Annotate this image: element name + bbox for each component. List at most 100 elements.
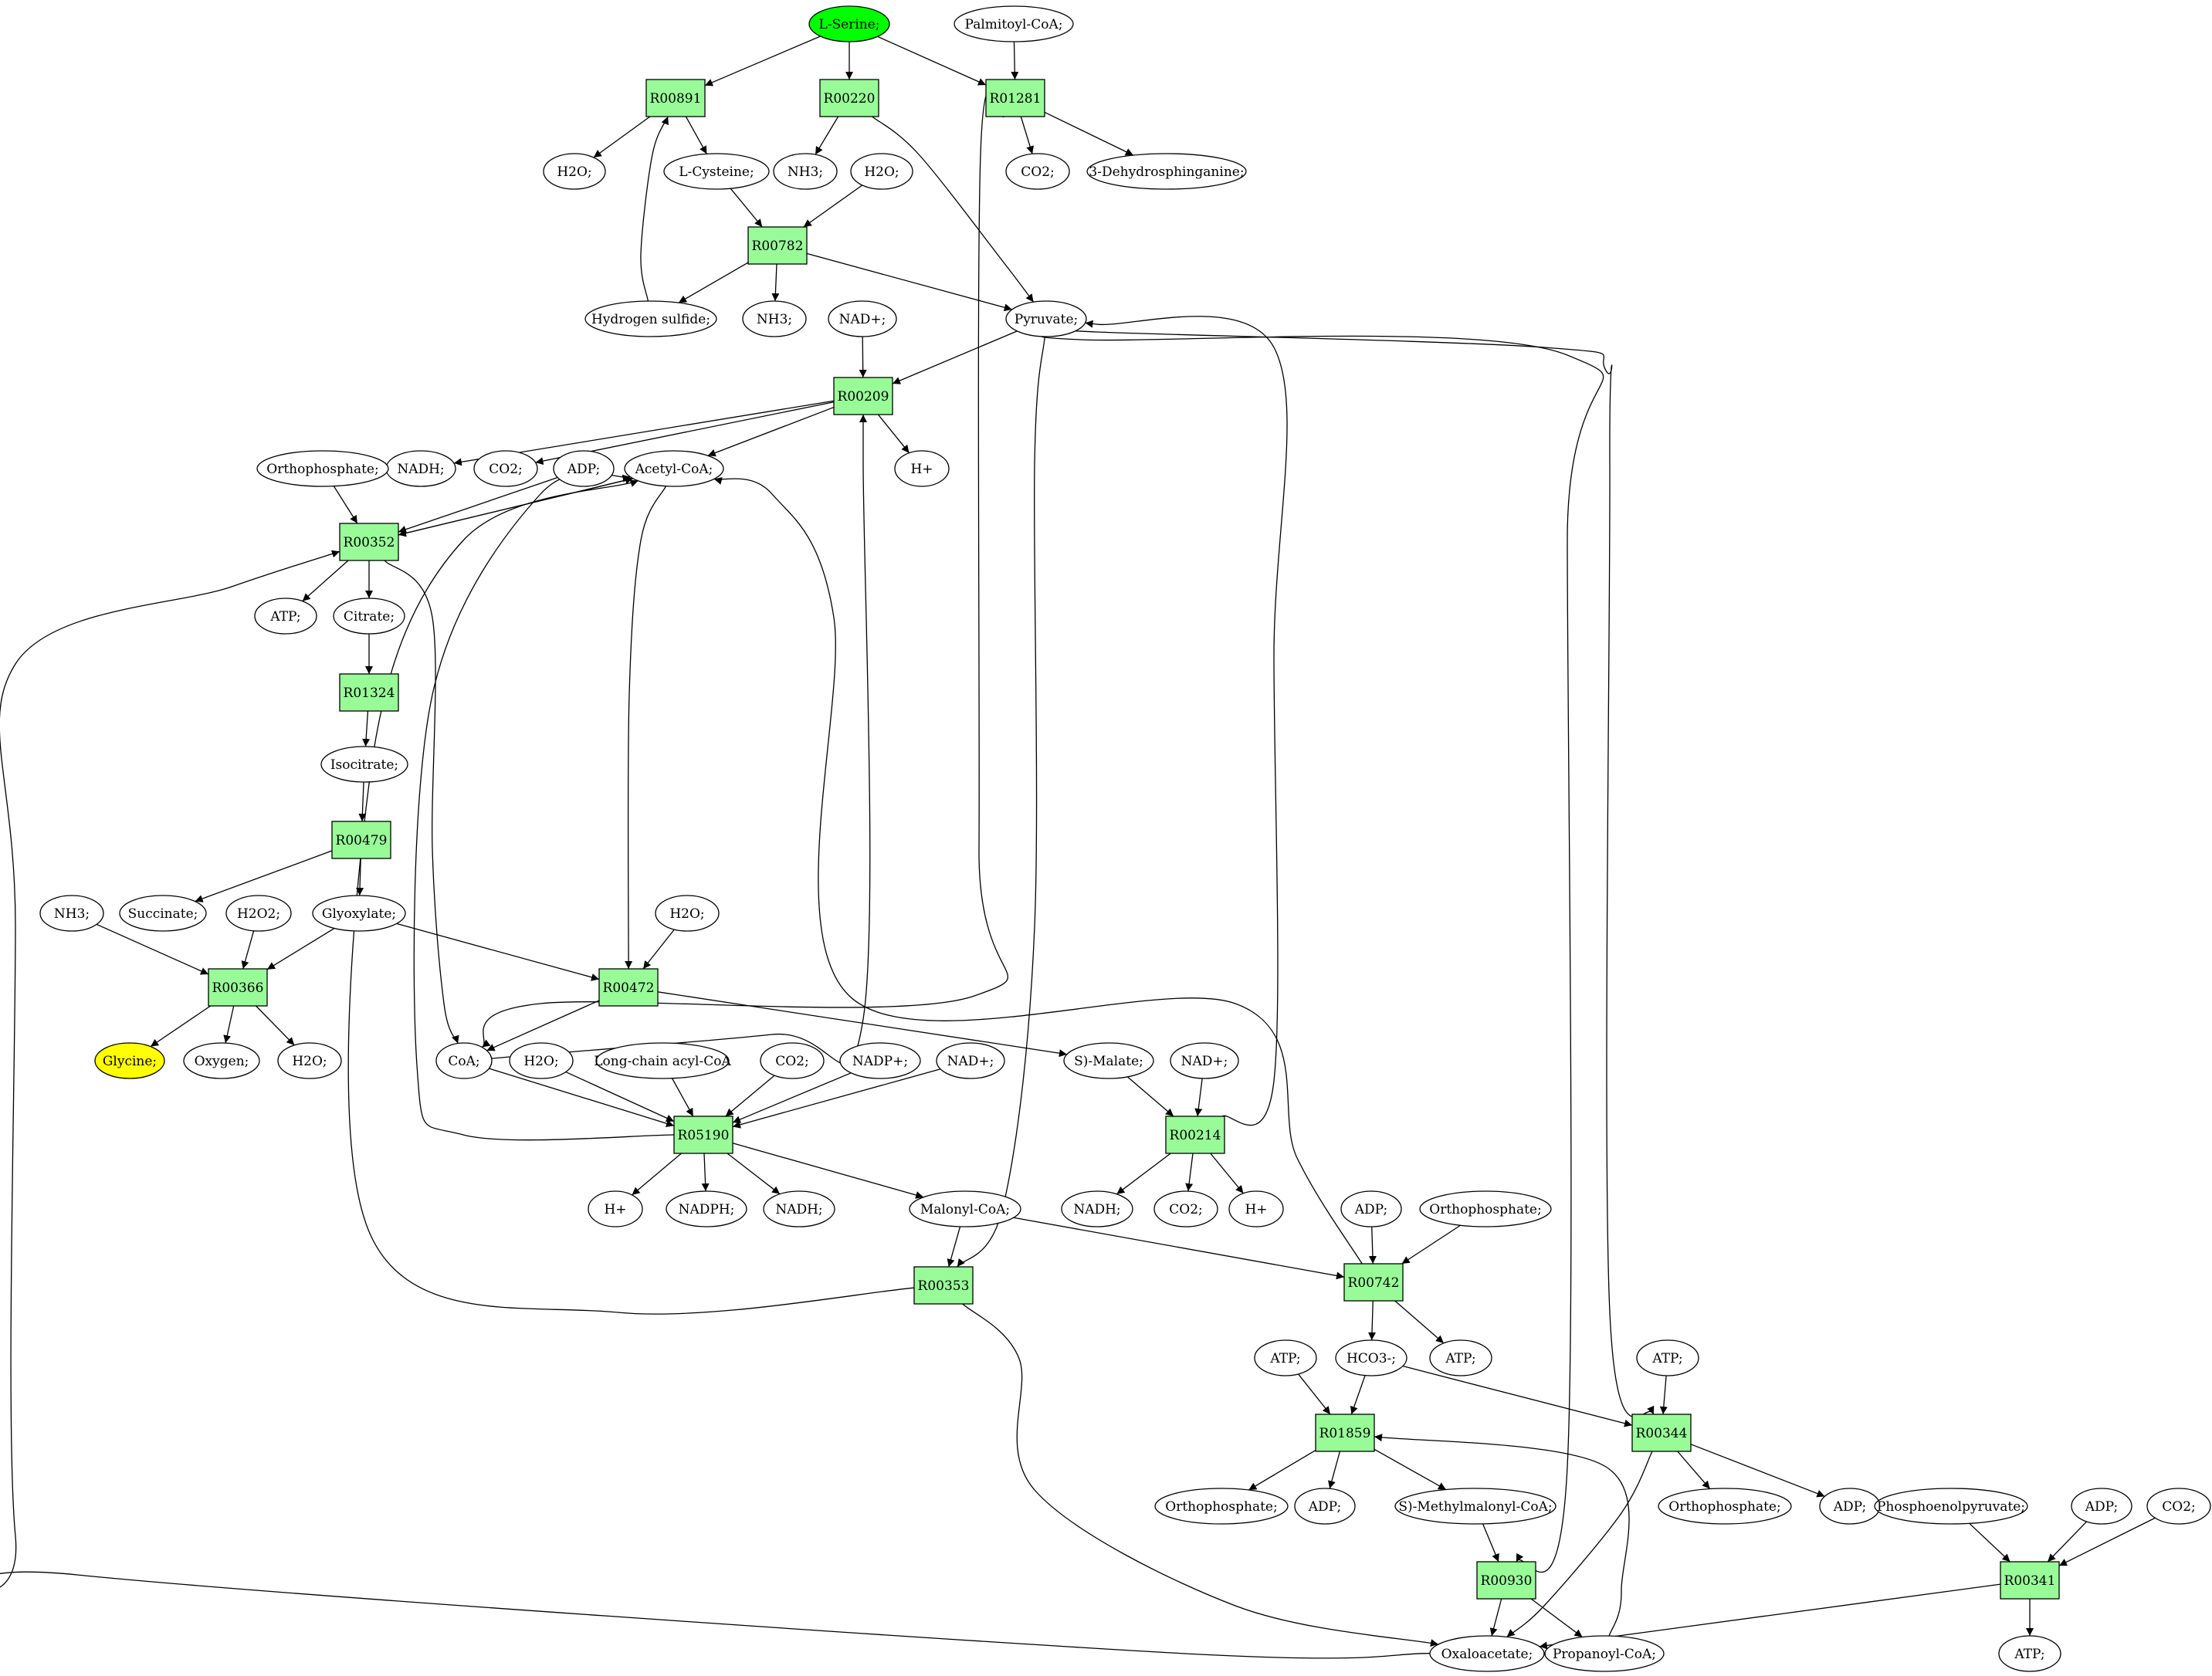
compound-nad_b[interactable]: NAD+;: [936, 1042, 1005, 1079]
compound-co2_d[interactable]: CO2;: [1153, 1190, 1218, 1227]
compound-hplus_c-label: H+: [1245, 1202, 1267, 1217]
reaction-R00209-label: R00209: [838, 389, 889, 405]
compound-hplus_c[interactable]: H+: [1228, 1190, 1284, 1227]
compound-atp_d[interactable]: ATP;: [1636, 1339, 1699, 1376]
compound-nh3_a[interactable]: NH3;: [773, 153, 838, 190]
compound-pyruvate[interactable]: Pyruvate;: [1005, 300, 1087, 337]
compound-dehydro[interactable]: 3-Dehydrosphinganine;: [1086, 153, 1247, 190]
reaction-R00341[interactable]: R00341: [2000, 1561, 2060, 1600]
reaction-R00220-box: [819, 79, 879, 117]
edge-R05190-to-hplus_b: [632, 1153, 682, 1196]
reaction-R00479[interactable]: R00479: [331, 821, 391, 859]
reaction-R00220[interactable]: R00220: [819, 79, 879, 117]
compound-adp_a-label: ADP;: [567, 462, 600, 477]
compound-adp_e[interactable]: ADP;: [2071, 1488, 2132, 1525]
reaction-R05190-label: R05190: [678, 1128, 730, 1143]
compound-co2_a[interactable]: CO2;: [1005, 153, 1070, 190]
reaction-R00353[interactable]: R00353: [913, 1266, 974, 1305]
reaction-R00214[interactable]: R00214: [1165, 1116, 1225, 1154]
compound-isocitrate[interactable]: Isocitrate;: [320, 746, 408, 783]
compound-ortho_b[interactable]: Orthophosphate;: [1419, 1190, 1552, 1227]
compound-adp_c[interactable]: ADP;: [1294, 1488, 1356, 1525]
reaction-R00472[interactable]: R00472: [598, 968, 659, 1007]
reaction-R00891[interactable]: R00891: [645, 79, 706, 117]
reaction-R00742[interactable]: R00742: [1343, 1263, 1404, 1302]
compound-nh3_c-label: NH3;: [54, 906, 90, 922]
compound-lcysteine[interactable]: L-Cysteine;: [663, 153, 770, 190]
compound-hplus_a[interactable]: H+: [894, 450, 950, 487]
compound-ortho_a[interactable]: Orthophosphate;: [256, 450, 389, 487]
reaction-R01281[interactable]: R01281: [985, 79, 1045, 117]
compound-smethyl[interactable]: S)-Methylmalonyl-CoA;: [1394, 1488, 1557, 1525]
edge-lserine-to-R00891: [704, 36, 821, 86]
compound-atp_c[interactable]: ATP;: [1254, 1339, 1317, 1376]
compound-coa[interactable]: CoA;: [435, 1042, 493, 1079]
compound-succinate[interactable]: Succinate;: [119, 895, 207, 932]
compound-nh3_c[interactable]: NH3;: [39, 895, 104, 932]
compound-atp_e[interactable]: ATP;: [1998, 1635, 2061, 1672]
compound-atp_b[interactable]: ATP;: [1429, 1339, 1492, 1376]
compound-h2o_e[interactable]: H2O;: [509, 1042, 574, 1079]
edge-oxaloacetate-to-R00352: [0, 550, 1431, 1659]
edge-pyruvate-to-R00353: [957, 336, 1045, 1268]
compound-glycine[interactable]: Glycine;: [94, 1042, 165, 1079]
compound-lcacyl[interactable]: Long-chain acyl-CoA: [594, 1042, 731, 1079]
compound-acetylcoa[interactable]: Acetyl-CoA;: [624, 450, 724, 487]
compound-smalate[interactable]: S)-Malate;: [1063, 1042, 1154, 1079]
compound-nadph[interactable]: NADPH;: [666, 1190, 747, 1227]
compound-lcysteine-shape: [663, 153, 770, 190]
compound-h2s[interactable]: Hydrogen sulfide;: [584, 300, 717, 337]
compound-propanoylcoa[interactable]: Propanoyl-CoA;: [1544, 1635, 1665, 1672]
compound-hplus_b[interactable]: H+: [588, 1190, 643, 1227]
compound-nh3_c-shape: [39, 895, 104, 932]
reaction-R00782[interactable]: R00782: [747, 226, 808, 265]
reaction-R01324[interactable]: R01324: [339, 673, 399, 712]
compound-h2o_a[interactable]: H2O;: [543, 153, 606, 190]
compound-nh3_b[interactable]: NH3;: [742, 300, 807, 337]
compound-adp_a[interactable]: ADP;: [553, 450, 615, 487]
compound-adp_d[interactable]: ADP;: [1819, 1488, 1881, 1525]
edge-R00366-to-oxygen: [223, 1005, 235, 1044]
compound-ortho_c[interactable]: Orthophosphate;: [1154, 1488, 1289, 1525]
compound-palmitoylcoa[interactable]: Palmitoyl-CoA;: [954, 5, 1074, 42]
reaction-R05190[interactable]: R05190: [673, 1116, 733, 1154]
compound-h2o_d[interactable]: H2O;: [277, 1042, 342, 1079]
compound-nad_c[interactable]: NAD+;: [1170, 1042, 1239, 1079]
reaction-R00930[interactable]: R00930: [1476, 1561, 1536, 1600]
compound-glycine-label: Glycine;: [103, 1054, 157, 1069]
compound-malonylcoa[interactable]: Malonyl-CoA;: [909, 1190, 1021, 1227]
compound-adp_b[interactable]: ADP;: [1340, 1190, 1402, 1227]
compound-glyoxylate[interactable]: Glyoxylate;: [312, 895, 406, 932]
compound-nadh_b[interactable]: NADH;: [763, 1190, 835, 1227]
edge-R05190-to-nadph: [701, 1153, 710, 1192]
compound-nadh_c[interactable]: NADH;: [1061, 1190, 1133, 1227]
reaction-R00209[interactable]: R00209: [833, 377, 893, 415]
compound-pep[interactable]: Phosphoenolpyruvate;: [1874, 1488, 2028, 1525]
edges-layer: [0, 36, 2156, 1659]
compound-ortho_d[interactable]: Orthophosphate;: [1658, 1488, 1792, 1525]
compound-nad_a[interactable]: NAD+;: [828, 300, 897, 337]
reaction-R01859[interactable]: R01859: [1315, 1414, 1375, 1452]
compound-h2o_c[interactable]: H2O;: [655, 895, 720, 932]
compound-hco3[interactable]: HCO3-;: [1335, 1339, 1407, 1376]
edge-R00353-to-oxaloacetate: [962, 1303, 1439, 1647]
compound-pep-label: Phosphoenolpyruvate;: [1877, 1499, 2025, 1515]
edge-R05190-to-malonylcoa: [732, 1143, 924, 1199]
compound-nadh_a[interactable]: NADH;: [385, 450, 456, 487]
reaction-R00344[interactable]: R00344: [1631, 1414, 1692, 1452]
compound-citrate[interactable]: Citrate;: [333, 598, 405, 635]
compound-lserine[interactable]: L-Serine;: [808, 5, 890, 42]
compound-oxaloacetate[interactable]: Oxaloacetate;: [1429, 1635, 1545, 1672]
compound-hplus_a-label: H+: [910, 462, 933, 477]
reaction-R00352[interactable]: R00352: [339, 523, 399, 561]
compound-co2_b[interactable]: CO2;: [473, 450, 538, 487]
compound-atp_a[interactable]: ATP;: [254, 598, 317, 635]
compound-nadp[interactable]: NADP+;: [839, 1042, 921, 1079]
compound-nad_b-label: NAD+;: [947, 1054, 994, 1069]
compound-h2o2[interactable]: H2O2;: [225, 895, 292, 932]
compound-co2_e[interactable]: CO2;: [2146, 1488, 2211, 1525]
compound-co2_c[interactable]: CO2;: [760, 1042, 825, 1079]
compound-h2o_b[interactable]: H2O;: [850, 153, 913, 190]
compound-oxygen[interactable]: Oxygen;: [183, 1042, 260, 1079]
reaction-R00366[interactable]: R00366: [208, 968, 268, 1007]
